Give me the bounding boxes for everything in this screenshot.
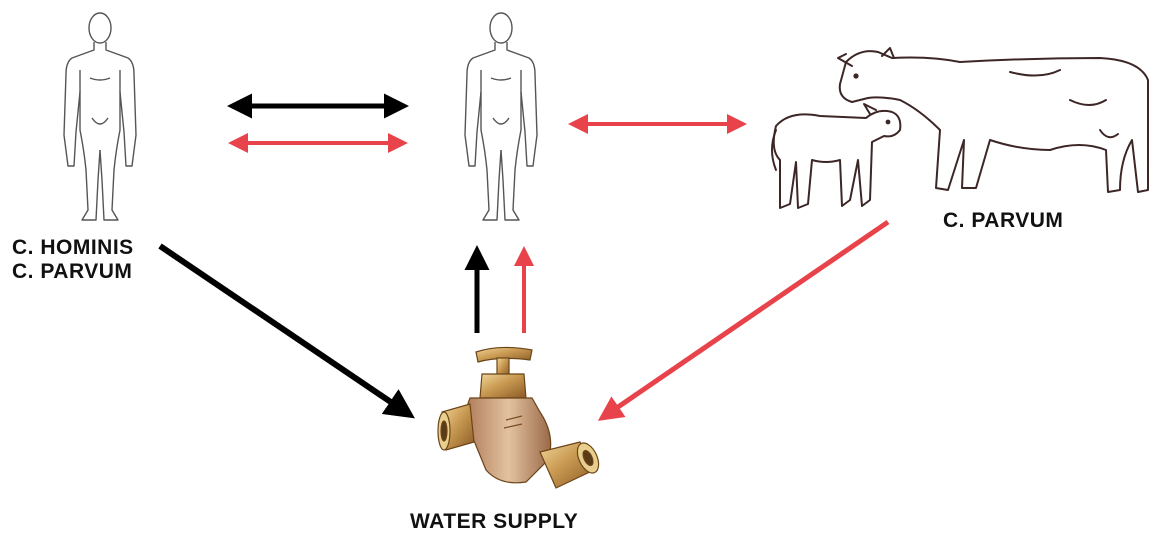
water-supply-label: WATER SUPPLY <box>410 510 578 534</box>
left-species-label-hominis: C. HOMINIS <box>12 236 134 260</box>
left-human-icon <box>64 13 136 220</box>
black-human-to-water-arrow <box>160 246 410 415</box>
cattle-species-label: C. PARVUM <box>943 209 1063 233</box>
cow-and-calf-icon <box>772 48 1148 208</box>
left-species-label-parvum: C. PARVUM <box>12 260 132 284</box>
water-faucet-icon <box>438 347 603 488</box>
center-human-icon <box>465 13 537 220</box>
red-cattle-to-water-arrow <box>602 222 888 418</box>
